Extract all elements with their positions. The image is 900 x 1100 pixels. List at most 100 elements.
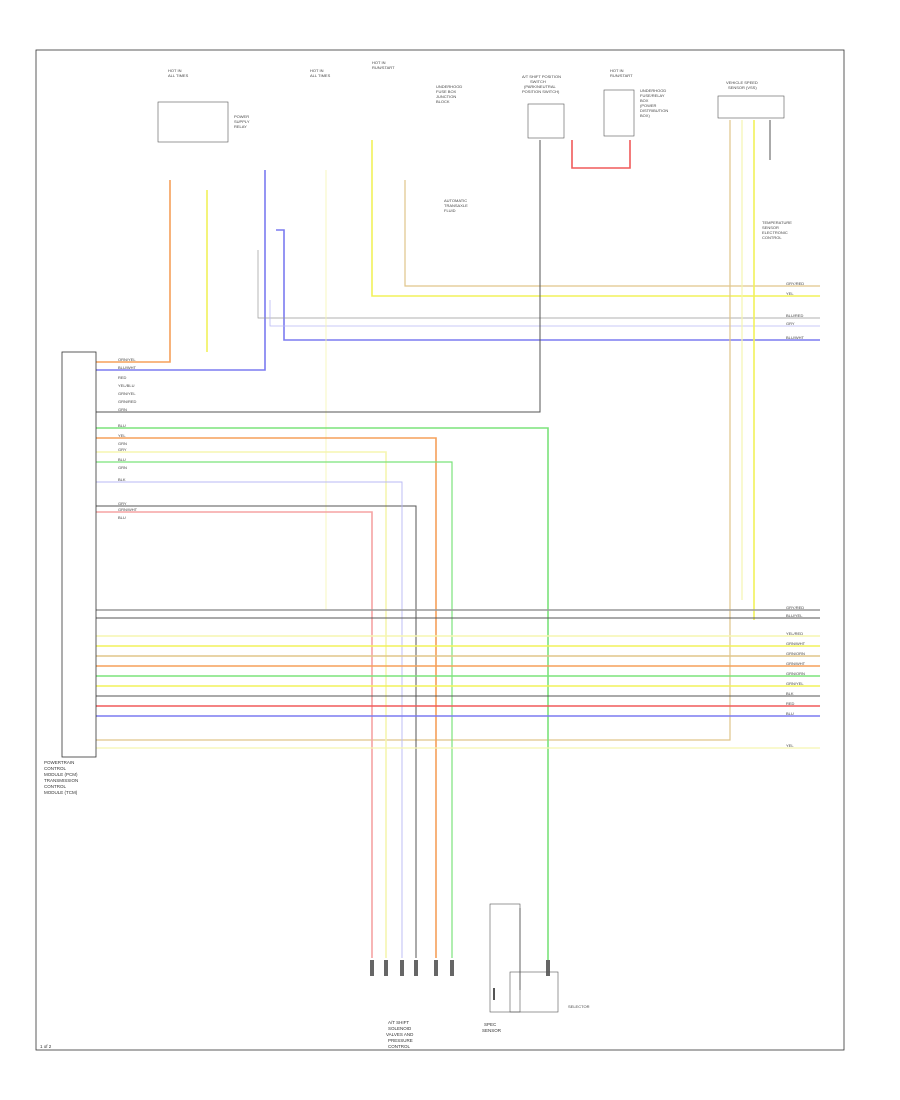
- wire-20: [96, 505, 417, 958]
- wire-15: [96, 427, 549, 960]
- left-wire-label: GRN: [118, 441, 127, 446]
- module-label-5: CONTROL: [44, 784, 66, 789]
- right-wire-label: RED: [786, 701, 795, 706]
- control-box-label-6: BOX): [640, 113, 650, 118]
- wire-4: [257, 250, 820, 319]
- right-wire-label: YEL: [786, 743, 794, 748]
- control-box-label-5: DISTRIBUTION: [640, 108, 668, 113]
- sensor-top-right-label-1: VEHICLE SPEED: [726, 80, 758, 85]
- left-wire-label: BLU: [118, 423, 126, 428]
- fuse-d-label-1: HOT IN: [610, 68, 624, 73]
- connector-pin-1: [384, 960, 388, 976]
- connector-pin-3: [414, 960, 418, 976]
- small-label-1: AUTOMATIC: [444, 198, 467, 203]
- wire-2: [96, 170, 266, 371]
- switch-a-label-1: A/T SHIFT POSITION: [522, 74, 561, 79]
- wire-19: [96, 511, 373, 958]
- solenoid-label-4: PRESSURE: [388, 1038, 413, 1043]
- bottom-switch-frame: [489, 903, 521, 1013]
- left-wire-label: GRY: [118, 501, 127, 506]
- sensor-top-right-box: [717, 95, 785, 119]
- wire-16: [96, 437, 437, 958]
- wire-7: [371, 140, 820, 297]
- sensor-top-right-label-2: SENSOR (VSS): [728, 85, 757, 90]
- bottom-switch-box: [509, 971, 559, 1013]
- junction-label-4: BLOCK: [436, 99, 450, 104]
- left-wire-label: BLK: [118, 477, 126, 482]
- junction-label-1: UNDERHOOD: [436, 84, 462, 89]
- fuse-c-label-1: HOT IN: [372, 60, 386, 65]
- right-wire-labels: GRY/RED YEL BLU/RED GRY BLU/WHT GRY/RED BLU/YE…: [786, 281, 806, 748]
- left-wire-label: GRN/YEL: [118, 391, 136, 396]
- left-wire-label: YEL: [118, 433, 126, 438]
- right-wire-label: GRY/RED: [786, 605, 804, 610]
- right-wire-label: BLU: [786, 711, 794, 716]
- module-label-1: POWERTRAIN: [44, 760, 74, 765]
- right-wire-label: BLU/RED: [786, 313, 803, 318]
- small-label-4: TEMPERATURE: [762, 220, 792, 225]
- junction-label-2: FUSE BOX: [436, 89, 457, 94]
- switch-a-label-2: SWITCH: [530, 79, 546, 84]
- left-wire-label: YEL/BLU: [118, 383, 135, 388]
- relay-label-3: RELAY: [234, 124, 247, 129]
- control-box-label-3: BOX: [640, 98, 649, 103]
- switch-a-label-4: POSITION SWITCH): [522, 89, 560, 94]
- right-wire-label: GRN/WHT: [786, 661, 806, 666]
- bottom-switch-label-1: SELECTOR: [568, 1004, 590, 1009]
- fuse-c-label-2: RUN/START: [372, 65, 395, 70]
- module-label-6: MODULE (TCM): [44, 790, 78, 795]
- small-label-5: SENSOR: [762, 225, 779, 230]
- left-wire-label: RED: [118, 375, 127, 380]
- solenoid-label-3: VALVES AND: [386, 1032, 414, 1037]
- wire-10: [571, 140, 631, 169]
- left-wire-label: GRN: [118, 465, 127, 470]
- wire-9: [96, 140, 541, 413]
- right-wire-label: BLU/WHT: [786, 335, 805, 340]
- relay-box: [157, 101, 229, 143]
- ground-ref-label-2: SENSOR: [482, 1028, 502, 1033]
- switch-a-label-3: (PARK/NEUTRAL: [524, 84, 556, 89]
- control-box-label-1: UNDERHOOD: [640, 88, 666, 93]
- small-label-7: CONTROL: [762, 235, 782, 240]
- solenoid-label-2: SOLENOID: [388, 1026, 412, 1031]
- fuse-a-label-1: HOT IN: [168, 68, 182, 73]
- connector-pin-5: [450, 960, 454, 976]
- right-wire-label: GRN/ORN: [786, 671, 805, 676]
- small-label-6: ELECTRONIC: [762, 230, 788, 235]
- page-label: 1 of 2: [40, 1044, 52, 1049]
- wire-5: [269, 300, 820, 327]
- wire-3: [276, 229, 820, 341]
- control-box-label-4: (POWER: [640, 103, 657, 108]
- left-wire-label: BLU: [118, 457, 126, 462]
- fuse-b-label-2: ALL TIMES: [310, 73, 331, 78]
- left-wire-label: BLU: [118, 515, 126, 520]
- relay-label-1: POWER: [234, 114, 249, 119]
- solenoid-label-5: CONTROL: [388, 1044, 410, 1049]
- small-label-3: FLUID: [444, 208, 456, 213]
- module-box: [61, 351, 97, 758]
- right-wire-label: BLU/YEL: [786, 613, 803, 618]
- wire-11: [96, 120, 731, 741]
- diagram-border: [35, 49, 845, 1051]
- left-wire-label: GRN: [118, 407, 127, 412]
- connector-pin-2: [400, 960, 404, 976]
- ground-ref-label-1: SPEC: [484, 1022, 497, 1027]
- fuse-a-label-2: ALL TIMES: [168, 73, 189, 78]
- left-wire-label: GRN/WHT: [118, 507, 138, 512]
- module-label-3: MODULE (PCM): [44, 772, 78, 777]
- right-wire-label: GRY: [786, 321, 795, 326]
- wire-17: [96, 451, 387, 958]
- right-wire-label: GRY/RED: [786, 281, 804, 286]
- module-label-4: TRANSMISSION: [44, 778, 78, 783]
- control-box-outline: [603, 89, 635, 137]
- connector-pin-6: [546, 960, 550, 976]
- connector-pin-4: [434, 960, 438, 976]
- wire-18: [96, 461, 453, 958]
- solenoid-label-1: A/T SHIFT: [388, 1020, 409, 1025]
- fuse-b-label-1: HOT IN: [310, 68, 324, 73]
- relay-label-2: SUPPLY: [234, 119, 250, 124]
- right-wire-label: YEL: [786, 291, 794, 296]
- junction-label-3: JUNCTION: [436, 94, 456, 99]
